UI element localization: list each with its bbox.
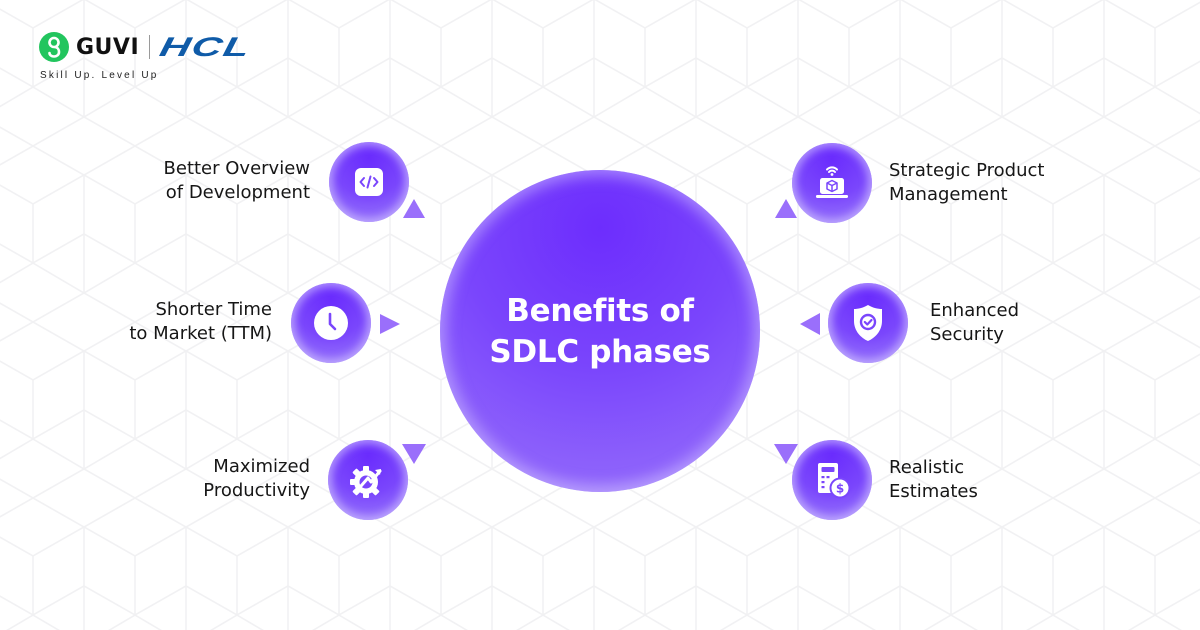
hub-title-line-2: SDLC phases [489, 334, 711, 370]
benefit-node-security [828, 283, 908, 363]
benefit-label-line: Productivity [203, 480, 310, 501]
benefit-label-line: Better Overview [163, 158, 310, 179]
benefit-label-product: Strategic Product Management [889, 159, 1109, 207]
benefit-label-overview: Better Overview of Development [110, 157, 310, 205]
brand-tagline: Skill Up. Level Up [40, 70, 159, 81]
benefit-node-overview [329, 142, 409, 222]
guvi-logo-icon [39, 32, 69, 62]
benefit-label-security: Enhanced Security [930, 299, 1130, 347]
brand-logo: GUVI HCL Skill Up. Level Up [39, 32, 254, 81]
pointer-down-icon [774, 444, 798, 464]
logo-divider [149, 35, 151, 59]
pointer-up-icon [403, 199, 425, 218]
benefit-label-line: Enhanced [930, 300, 1020, 321]
benefit-label-line: Realistic [889, 457, 965, 478]
shield-check-icon [854, 305, 882, 341]
benefit-node-product [792, 143, 872, 223]
hcl-wordmark: HCL [157, 31, 255, 62]
pointer-left-icon [800, 313, 820, 335]
code-window-icon [355, 168, 383, 196]
laptop-box-wifi-icon [816, 166, 848, 198]
hub-title-line-1: Benefits of [506, 293, 694, 329]
benefit-node-estimates: $ [792, 440, 872, 520]
pointer-down-icon [402, 444, 426, 464]
benefit-label-line: Maximized [213, 456, 310, 477]
gear-growth-icon [350, 466, 382, 498]
benefit-node-productivity [328, 440, 408, 520]
benefit-node-ttm [291, 283, 371, 363]
benefit-label-line: Shorter Time [155, 299, 272, 320]
benefit-label-ttm: Shorter Time to Market (TTM) [72, 298, 272, 346]
clock-icon [314, 306, 348, 340]
benefit-label-line: Security [930, 324, 1004, 345]
benefit-label-line: to Market (TTM) [129, 323, 272, 344]
benefit-label-estimates: Realistic Estimates [889, 456, 1089, 504]
calculator-dollar-icon: $ [818, 463, 851, 499]
benefit-label-line: Strategic Product [889, 160, 1045, 181]
benefit-label-line: Estimates [889, 481, 978, 502]
pointer-right-icon [380, 314, 400, 334]
benefit-label-line: Management [889, 184, 1008, 205]
central-hub-circle: Benefits of SDLC phases [440, 170, 760, 492]
benefit-label-productivity: Maximized Productivity [110, 455, 310, 503]
hub-title: Benefits of SDLC phases [489, 291, 710, 373]
svg-text:$: $ [836, 482, 844, 496]
guvi-wordmark: GUVI [76, 34, 140, 60]
benefit-label-line: of Development [165, 182, 310, 203]
pointer-up-icon [775, 199, 797, 218]
